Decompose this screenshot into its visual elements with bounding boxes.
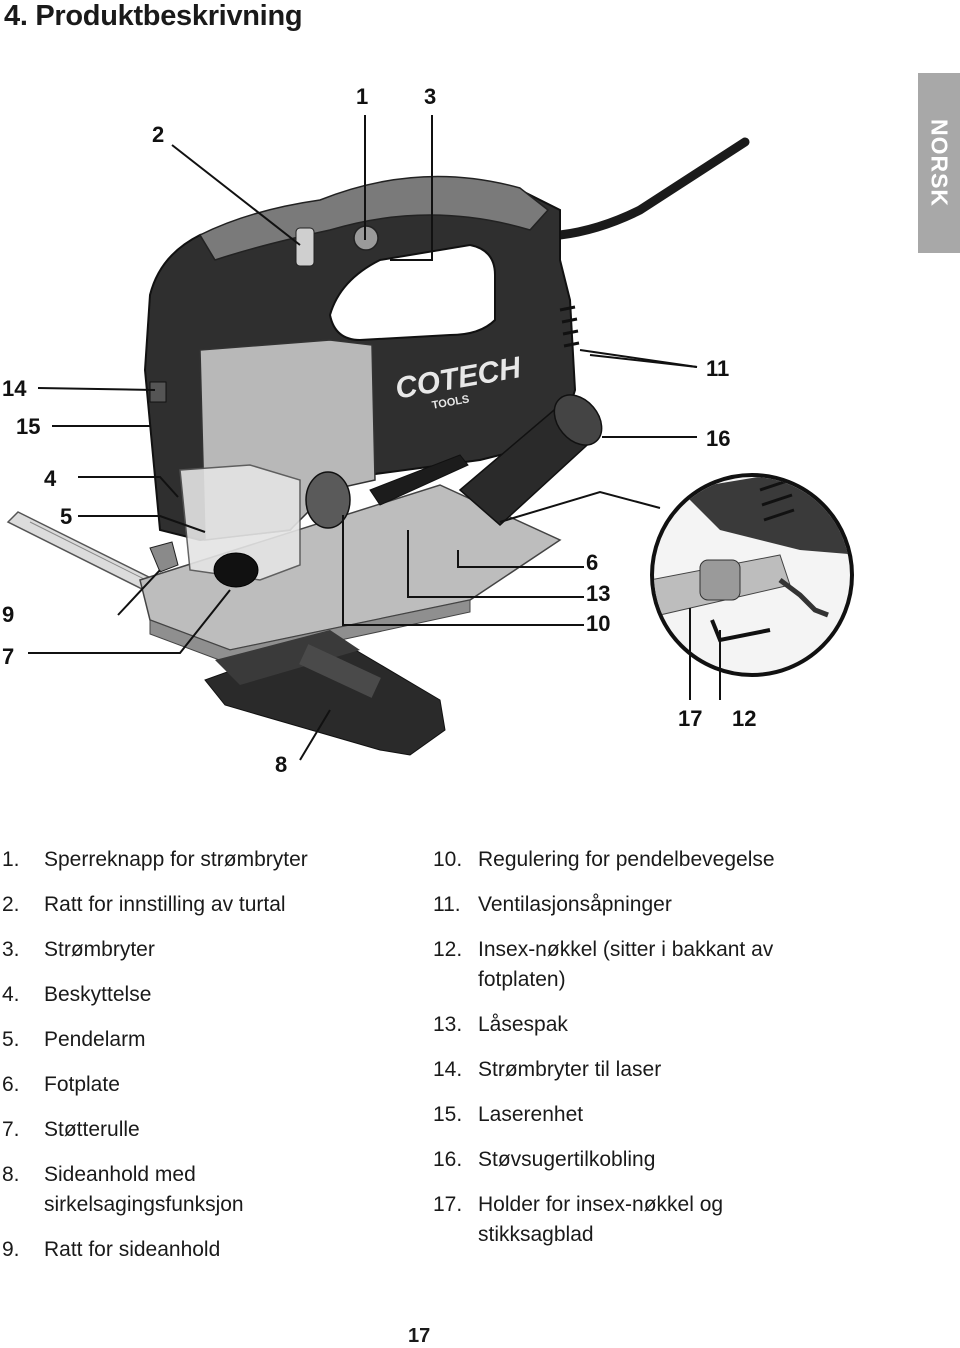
list-item-text: Beskyttelse bbox=[44, 983, 152, 1006]
list-item: 5. Pendelarm bbox=[2, 1025, 402, 1055]
list-item: 16. Støvsugertilkobling bbox=[433, 1145, 843, 1175]
list-item-number: 2. bbox=[2, 893, 20, 916]
list-item-text: Laserenhet bbox=[478, 1103, 584, 1126]
page-heading: 4. Produktbeskrivning bbox=[4, 0, 303, 32]
callout-2: 2 bbox=[152, 122, 165, 147]
callout-13: 13 bbox=[586, 581, 611, 606]
list-item-number: 8. bbox=[2, 1163, 20, 1186]
list-item-number: 1. bbox=[2, 848, 20, 871]
list-item-text: Sideanhold med sirkelsagingsfunksjon bbox=[44, 1163, 244, 1216]
callout-6: 6 bbox=[586, 550, 599, 575]
list-item-text: Ratt for sideanhold bbox=[44, 1238, 221, 1261]
list-item: 10. Regulering for pendelbevegelse bbox=[433, 845, 843, 875]
list-item-number: 9. bbox=[2, 1238, 20, 1261]
list-item-text: Låsespak bbox=[478, 1013, 568, 1036]
jigsaw-illustration: COTECH TOOLS bbox=[6, 115, 854, 761]
callout-17: 17 bbox=[678, 706, 703, 731]
list-item-number: 7. bbox=[2, 1118, 20, 1141]
callout-5: 5 bbox=[60, 504, 73, 529]
list-item: 11. Ventilasjonsåpninger bbox=[433, 890, 843, 920]
parts-list-right: 10. Regulering for pendelbevegelse 11. Ven… bbox=[433, 845, 843, 1265]
list-item-text: Strømbryter bbox=[44, 938, 155, 961]
list-item-number: 13. bbox=[433, 1013, 463, 1036]
list-item: 17. Holder for insex-nøkkel og stikksagbl… bbox=[433, 1190, 843, 1250]
list-item-text: Fotplate bbox=[44, 1073, 120, 1096]
list-item-text: Insex-nøkkel (sitter i bakkant av fotpla… bbox=[478, 938, 774, 991]
list-item-text: Holder for insex-nøkkel og stikksagblad bbox=[478, 1193, 724, 1246]
callout-15: 15 bbox=[16, 414, 41, 439]
callout-11: 11 bbox=[706, 356, 730, 381]
list-item: 15. Laserenhet bbox=[433, 1100, 843, 1130]
product-figure: COTECH TOOLS bbox=[0, 60, 960, 800]
list-item-text: Støtterulle bbox=[44, 1118, 140, 1141]
list-item: 9. Ratt for sideanhold bbox=[2, 1235, 402, 1265]
callout-12: 12 bbox=[732, 706, 757, 731]
list-item-number: 16. bbox=[433, 1148, 463, 1171]
page-number: 17 bbox=[408, 1325, 431, 1347]
list-item-text: Strømbryter til laser bbox=[478, 1058, 662, 1081]
list-item-text: Pendelarm bbox=[44, 1028, 146, 1051]
list-item-number: 10. bbox=[433, 848, 463, 871]
list-item: 2. Ratt for innstilling av turtal bbox=[2, 890, 402, 920]
list-item-text: Ratt for innstilling av turtal bbox=[44, 893, 286, 916]
list-item-number: 6. bbox=[2, 1073, 20, 1096]
list-item-number: 3. bbox=[2, 938, 20, 961]
callout-10: 10 bbox=[586, 611, 611, 636]
list-item-number: 5. bbox=[2, 1028, 20, 1051]
list-item: 6. Fotplate bbox=[2, 1070, 402, 1100]
list-item-text: Støvsugertilkobling bbox=[478, 1148, 656, 1171]
list-item-text: Sperreknapp for strømbryter bbox=[44, 848, 308, 871]
list-item-number: 14. bbox=[433, 1058, 463, 1081]
parts-list-left: 1. Sperreknapp for strømbryter 2. Ratt for… bbox=[2, 845, 402, 1280]
list-item: 1. Sperreknapp for strømbryter bbox=[2, 845, 402, 875]
callout-8: 8 bbox=[275, 752, 288, 777]
callout-3: 3 bbox=[424, 84, 437, 109]
list-item: 14. Strømbryter til laser bbox=[433, 1055, 843, 1085]
callout-9: 9 bbox=[2, 602, 15, 627]
language-tab: NORSK bbox=[918, 73, 960, 253]
list-item: 3. Strømbryter bbox=[2, 935, 402, 965]
list-item: 12. Insex-nøkkel (sitter i bakkant av fot… bbox=[433, 935, 843, 995]
list-item-text: Ventilasjonsåpninger bbox=[478, 893, 672, 916]
list-item: 7. Støtterulle bbox=[2, 1115, 402, 1145]
list-item-number: 11. bbox=[433, 893, 461, 916]
list-item: 13. Låsespak bbox=[433, 1010, 843, 1040]
callout-1: 1 bbox=[356, 84, 369, 109]
callout-7: 7 bbox=[2, 644, 15, 669]
callout-16: 16 bbox=[706, 426, 731, 451]
list-item-number: 17. bbox=[433, 1193, 463, 1216]
callout-14: 14 bbox=[2, 376, 27, 401]
list-item: 8. Sideanhold med sirkelsagingsfunksjon bbox=[2, 1160, 402, 1220]
list-item: 4. Beskyttelse bbox=[2, 980, 402, 1010]
list-item-number: 4. bbox=[2, 983, 20, 1006]
list-item-text: Regulering for pendelbevegelse bbox=[478, 848, 775, 871]
list-item-number: 15. bbox=[433, 1103, 463, 1126]
callout-4: 4 bbox=[44, 466, 57, 491]
list-item-number: 12. bbox=[433, 938, 463, 961]
